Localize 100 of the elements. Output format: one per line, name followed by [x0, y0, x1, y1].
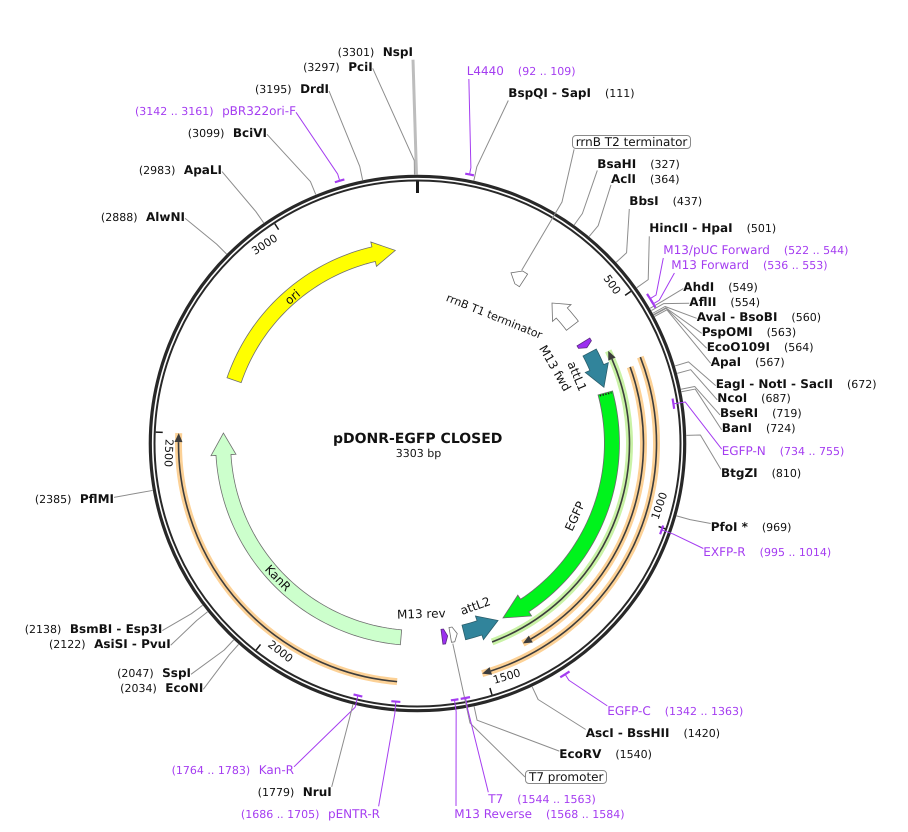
leader-line — [202, 644, 240, 690]
leader-line — [465, 698, 489, 793]
enzyme-name: BspQI - SapI — [508, 84, 591, 100]
primer-name: pENTR-R — [328, 806, 380, 822]
leader-line — [296, 112, 340, 182]
leader-line — [653, 308, 708, 349]
feature-label: ori — [282, 287, 303, 308]
primer-name: M13 Reverse — [454, 806, 532, 822]
site-position: (724) — [766, 421, 796, 438]
leader-line — [331, 704, 354, 788]
site-position: (567) — [755, 354, 785, 371]
enzyme-name: AflII — [689, 294, 716, 310]
leader-line — [650, 258, 664, 300]
sequence-length: 3303 bp — [396, 448, 442, 460]
feature-callout: T7 promoter — [525, 770, 608, 784]
primer-range: (1764 .. 1783) — [172, 763, 250, 779]
primer-name: M13 Forward — [671, 257, 749, 273]
enzyme-name: EcoRV — [559, 746, 602, 762]
enzyme-name: BsmBI - Esp3I — [70, 621, 162, 637]
leader-line — [473, 100, 509, 181]
leader-line — [378, 701, 396, 807]
primer-name: M13/pUC Forward — [663, 242, 770, 258]
primer-range: (1686 .. 1705) — [240, 807, 320, 824]
site-position: (564) — [784, 340, 814, 356]
enzyme-name: NspI — [382, 44, 413, 60]
site-position: (3195) — [254, 82, 292, 98]
primer-range: (92 .. 109) — [518, 64, 576, 80]
site-position: (2888) — [100, 210, 138, 226]
leader-line — [652, 272, 675, 304]
primer-name: Kan-R — [258, 762, 294, 778]
enzyme-name: DrdI — [300, 81, 329, 98]
enzyme-name: BciVI — [232, 124, 267, 141]
enzyme-name: ApaLI — [184, 162, 222, 178]
site-position: (810) — [772, 466, 802, 482]
enzyme-name: AhdI — [683, 279, 714, 295]
site-position: (2983) — [138, 163, 176, 179]
primer-name: T7 — [488, 790, 504, 807]
feature-label: EGFP — [562, 500, 588, 534]
enzyme-name: BsaHI — [597, 156, 636, 172]
leader-line — [680, 386, 720, 416]
leader-line — [162, 604, 204, 632]
leader-line — [574, 170, 598, 226]
enzyme-name: PspOMI — [702, 324, 753, 340]
site-position: (3099) — [188, 126, 224, 142]
leader-line — [588, 184, 612, 237]
enzyme-name: BanI — [722, 420, 752, 436]
leader-line — [222, 171, 264, 224]
leader-line — [190, 639, 234, 675]
site-position: (111) — [604, 86, 635, 102]
leader-line — [650, 302, 690, 312]
enzyme-name: EcoO109I — [706, 338, 770, 355]
site-position: (969) — [762, 520, 792, 536]
leader-line — [661, 529, 704, 549]
primer-name: L4440 — [466, 63, 504, 79]
leader-line — [294, 695, 358, 768]
leader-line — [686, 434, 722, 470]
enzyme-name: PflMI — [80, 491, 114, 507]
leader-line — [676, 369, 718, 400]
feature-callout: rrnB T2 terminator — [572, 135, 692, 150]
leader-line — [452, 643, 526, 778]
scale-label: 1500 — [492, 667, 523, 686]
leader-line — [328, 90, 364, 181]
leader-line — [636, 236, 650, 288]
leader-line — [653, 307, 702, 334]
primer-range: (1342 .. 1363) — [664, 704, 744, 720]
leader-line — [680, 388, 722, 430]
site-position: (2138) — [24, 622, 62, 638]
leader-line — [521, 148, 575, 271]
leader-line — [412, 60, 418, 175]
site-position: (2047) — [117, 666, 154, 682]
feature-label: M13 rev — [397, 608, 446, 622]
primer-range: (3142 .. 3161) — [135, 104, 214, 120]
site-position: (672) — [846, 377, 877, 393]
site-position: (549) — [728, 280, 758, 296]
enzyme-name: NcoI — [717, 391, 748, 406]
primer-name: EGFP-N — [722, 442, 766, 459]
leader-line — [474, 706, 560, 752]
enzyme-name: AscI - BssHII — [586, 724, 670, 741]
site-position: (3301) — [338, 44, 374, 61]
leader-line — [266, 134, 316, 195]
primer-name: EGFP-C — [607, 702, 651, 719]
leader-line — [184, 218, 228, 255]
site-position: (719) — [772, 406, 802, 422]
leader-line — [652, 306, 698, 319]
enzyme-name: PfoI * — [710, 518, 748, 535]
site-position: (327) — [650, 157, 680, 173]
primer-range: (734 .. 755) — [780, 444, 844, 460]
primer-name: EXFP-R — [703, 544, 746, 560]
leader-line — [676, 515, 712, 524]
site-position: (364) — [650, 172, 680, 188]
site-position: (501) — [746, 221, 776, 238]
leader-line — [468, 78, 472, 175]
site-position: (2122) — [49, 636, 86, 653]
leader-line — [674, 361, 716, 386]
site-position: (3297) — [303, 60, 340, 76]
site-position: (563) — [766, 324, 796, 341]
enzyme-name: SspI — [162, 664, 191, 681]
enzyme-name: BbsI — [629, 193, 659, 209]
feature-label: attL2 — [459, 594, 493, 618]
map-title: pDONR-EGFP CLOSED — [332, 431, 502, 448]
